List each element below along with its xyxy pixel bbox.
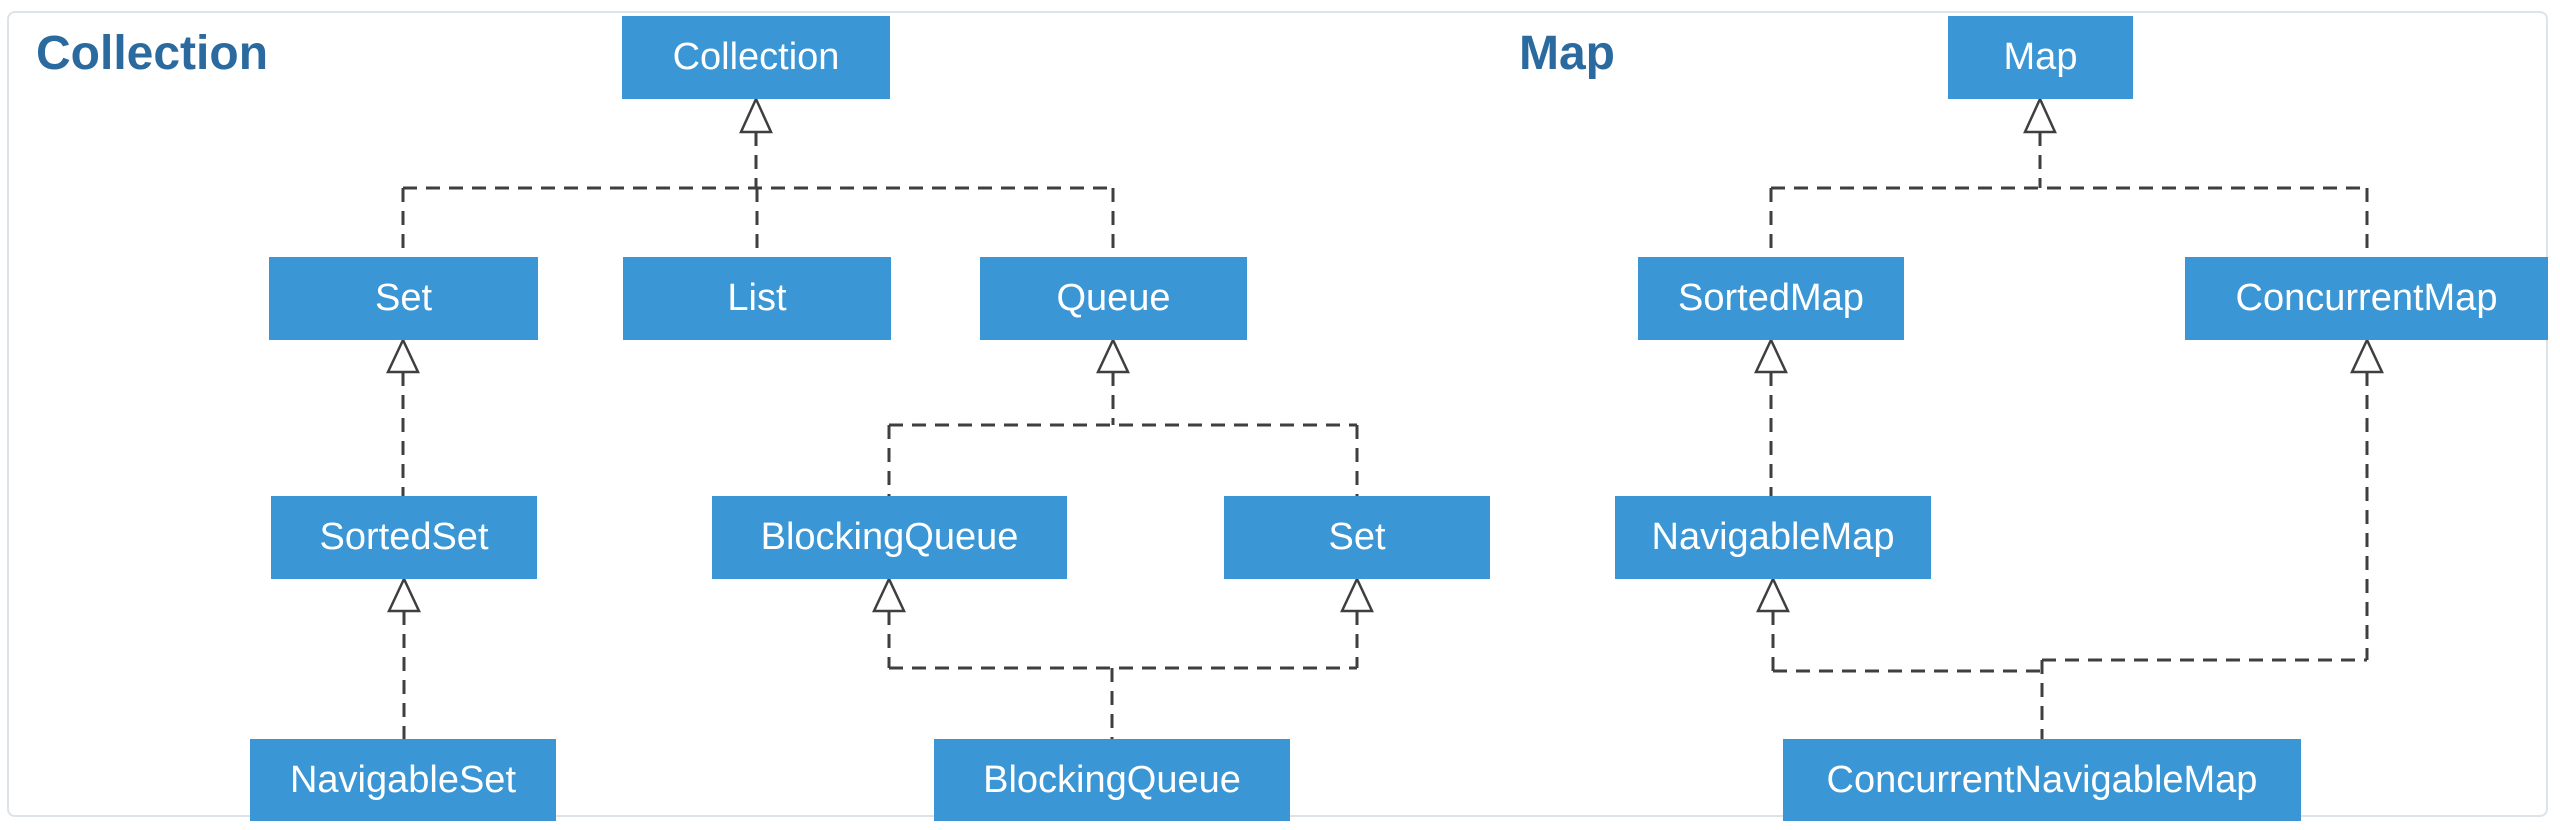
edge-blockingqueue-impl-parents xyxy=(872,576,1374,739)
edge-collection-to-children xyxy=(401,95,1115,257)
edge-set-to-sortedset xyxy=(386,337,420,496)
inherit-arrow-sortedset xyxy=(387,576,421,613)
inherit-arrow-concurrentmap xyxy=(2350,337,2384,374)
inherit-arrow-set xyxy=(386,337,420,374)
inherit-arrow-navigablemap xyxy=(1756,576,1790,613)
inherit-arrow-sortedmap xyxy=(1754,337,1788,374)
inherit-arrow-queue-set xyxy=(1340,576,1374,613)
node-concurrentnavigablemap: ConcurrentNavigableMap xyxy=(1783,739,2301,821)
inherit-arrow-blockingqueue xyxy=(872,576,906,613)
edge-queue-to-children xyxy=(887,337,1359,496)
node-collection: Collection xyxy=(622,16,890,99)
inherit-arrow-map xyxy=(2023,95,2057,134)
edge-sortedmap-to-navigablemap xyxy=(1754,337,1788,496)
inherit-arrow-collection xyxy=(739,95,773,134)
collection-diagram-title: Collection xyxy=(36,27,269,80)
inherit-arrow-queue xyxy=(1096,337,1130,374)
node-blockingqueue: BlockingQueue xyxy=(712,496,1067,579)
map-diagram-title: Map xyxy=(1519,27,1615,80)
node-list: List xyxy=(623,257,891,340)
node-set: Set xyxy=(269,257,538,340)
node-concurrentmap: ConcurrentMap xyxy=(2185,257,2548,340)
node-navigablemap: NavigableMap xyxy=(1615,496,1931,579)
edge-map-to-children xyxy=(1769,95,2369,257)
node-blockingqueue-impl: BlockingQueue xyxy=(934,739,1290,821)
node-map: Map xyxy=(1948,16,2133,99)
node-queue: Queue xyxy=(980,257,1247,340)
node-queue-set: Set xyxy=(1224,496,1490,579)
node-sortedset: SortedSet xyxy=(271,496,537,579)
edge-sortedset-to-navigableset xyxy=(387,576,421,739)
node-navigableset: NavigableSet xyxy=(250,739,556,821)
edge-concurrentnavigablemap-parents xyxy=(1756,337,2384,739)
node-sortedmap: SortedMap xyxy=(1638,257,1904,340)
